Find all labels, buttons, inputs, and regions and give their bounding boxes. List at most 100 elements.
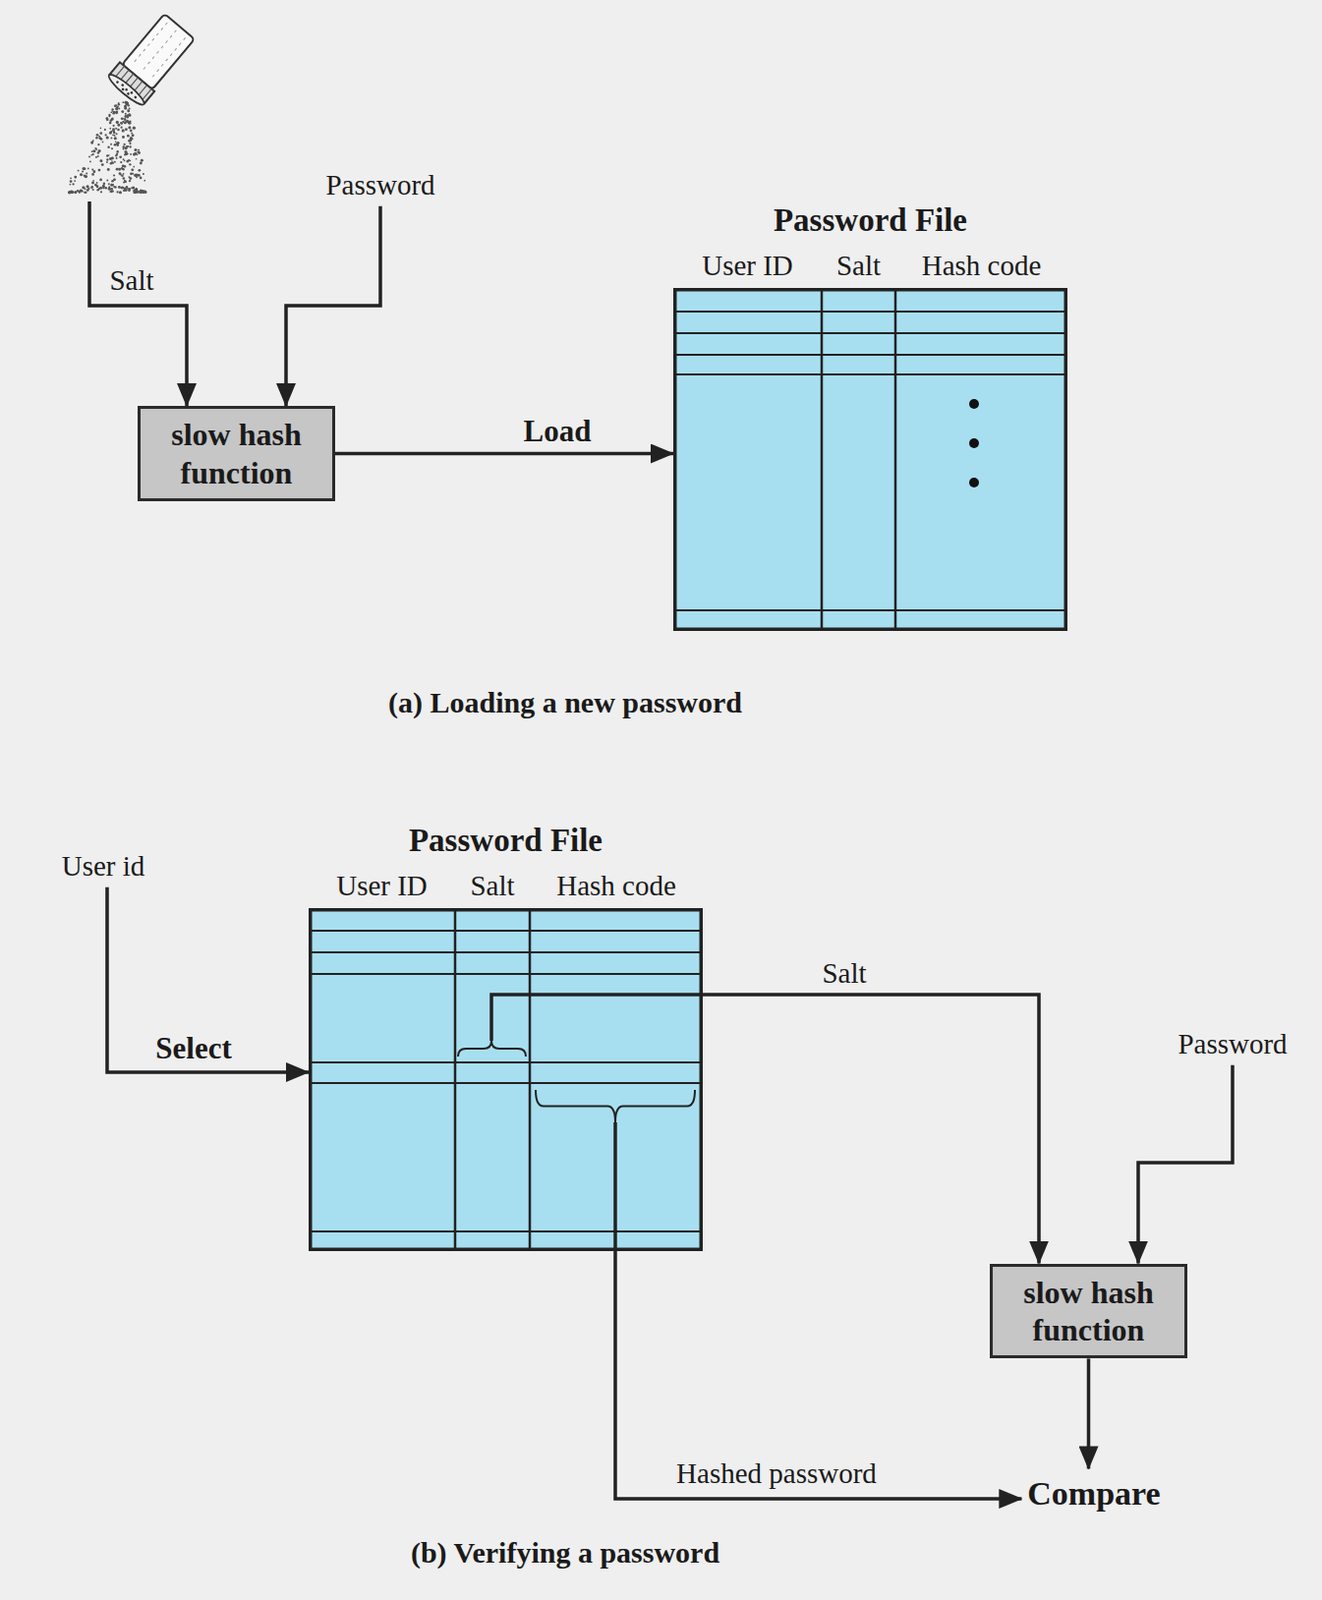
salt-grain (74, 191, 77, 194)
salt-grain (132, 190, 136, 194)
salt-grain (113, 178, 115, 181)
salt-grain (133, 152, 137, 156)
hash-function-box: slow hash function (137, 405, 336, 502)
salt-grain (69, 176, 72, 179)
salt-grain (103, 181, 106, 184)
salt-grain (136, 190, 139, 193)
box-text: slow hash function (1002, 1273, 1175, 1350)
salt-grain (123, 143, 126, 146)
salt-grain (77, 170, 80, 173)
salt-grain (84, 191, 87, 194)
salt-grain (116, 128, 120, 132)
salt-grain (131, 185, 135, 189)
row-line (673, 332, 1068, 335)
salt-grain (131, 133, 135, 137)
salt-grain (86, 188, 90, 192)
hashed-password-wire (615, 1251, 1022, 1499)
salt-grains (67, 101, 147, 195)
salt-grain (108, 187, 112, 191)
password-input-wire (286, 206, 381, 406)
row-line (673, 353, 1068, 356)
salt-grain (122, 147, 125, 150)
field-leader (613, 1122, 618, 1252)
salt-grain (109, 121, 113, 125)
salt-grain (130, 168, 134, 172)
salt-grain (90, 186, 93, 189)
salt-grain (111, 161, 115, 165)
password-file-table: Password FileUser IDSaltHash code (308, 820, 703, 1252)
salt-grain (91, 181, 95, 185)
row-line (673, 373, 1068, 376)
salt-grain (105, 133, 108, 136)
hash-function-box: slow hash function (989, 1264, 1188, 1360)
salt-grain (100, 190, 103, 193)
salt-grain (134, 187, 138, 191)
salt-grain (129, 145, 132, 148)
salt-grain (113, 178, 116, 182)
salt-grain (127, 114, 130, 116)
salt-grain (120, 117, 124, 121)
salt-grain (112, 133, 115, 136)
salt-grain (85, 172, 88, 174)
salt-grain (130, 132, 133, 135)
salt-grain (115, 120, 119, 124)
salt-grain (114, 140, 117, 143)
edge-label: Load (523, 413, 592, 450)
column-header: User ID (673, 248, 822, 283)
salt-grain (92, 139, 95, 142)
salt-grain (142, 172, 145, 175)
salt-grain (115, 142, 118, 145)
salt-grain (70, 190, 74, 194)
table-header-row: User IDSaltHash code (673, 248, 1068, 283)
salt-grain (95, 156, 98, 159)
salt-grain (98, 169, 102, 173)
salt-grain (115, 157, 118, 160)
column-line (820, 287, 824, 632)
salt-grain (80, 173, 83, 176)
salt-grain (110, 137, 113, 140)
salt-grain (96, 188, 99, 191)
table-body (673, 287, 1068, 632)
salt-grain (124, 113, 127, 115)
input-label-anchor: Password (325, 169, 435, 202)
salt-grain (139, 162, 143, 166)
salt-grain (129, 153, 132, 156)
salt-grain (71, 182, 74, 185)
salt-grain (73, 179, 76, 182)
salt-grain (97, 151, 101, 155)
subfigure-caption: (b) Verifying a password (410, 1536, 720, 1571)
salt-grain (115, 108, 118, 111)
table-fill (310, 910, 702, 1251)
salt-grain (128, 108, 131, 111)
input-label: Password (1177, 1028, 1287, 1061)
salt-grain (116, 123, 120, 127)
salt-grain (111, 116, 114, 119)
salt-grain (116, 106, 119, 109)
salt-grain (71, 190, 75, 194)
salt-grain (128, 142, 131, 145)
salt-grain (117, 185, 121, 189)
salt-grain (100, 127, 103, 130)
salt-grain (91, 150, 94, 153)
connector-arrow (702, 994, 1039, 1265)
salt-grain (106, 117, 110, 121)
salt-grain (128, 138, 132, 142)
salt-grain (123, 117, 126, 120)
salt-grain (122, 172, 125, 175)
salt-grain (114, 134, 116, 137)
salt-grain (114, 107, 118, 111)
salt-grain (125, 186, 128, 189)
salt-grain (114, 161, 116, 164)
salt-grain (124, 152, 127, 155)
salt-grain (123, 160, 126, 163)
salt-grain (140, 189, 144, 193)
salt-grain (95, 136, 99, 140)
salt-grain (125, 152, 128, 155)
salt-grain (83, 174, 86, 177)
table-header-row: User IDSaltHash code (308, 868, 703, 903)
edge-label: Salt (821, 957, 866, 990)
column-line (454, 908, 458, 1252)
salt-grain (119, 121, 122, 124)
salt-grain (74, 190, 78, 194)
